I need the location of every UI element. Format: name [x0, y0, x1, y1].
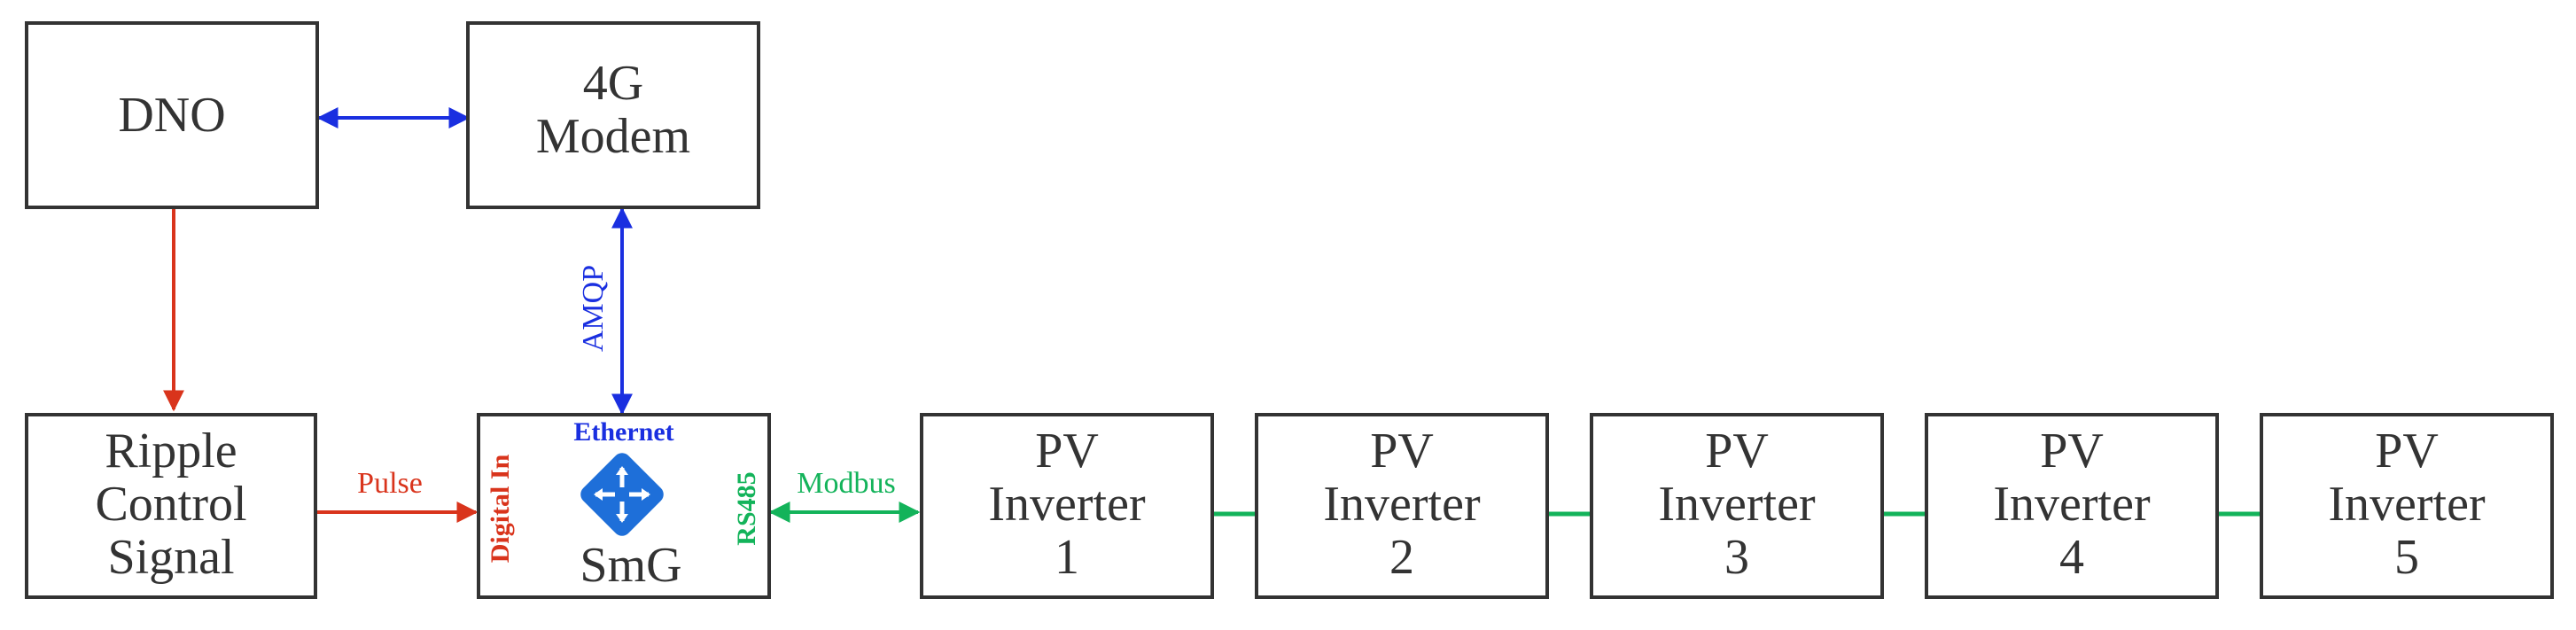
modem-label-line2: Modem — [536, 109, 690, 164]
ripple-label-line3: Signal — [107, 530, 234, 585]
pv-inverter-1-box: PV Inverter 1 — [920, 413, 1214, 599]
pv-inverter-5-line3: 5 — [2394, 530, 2419, 585]
pulse-label: Pulse — [357, 467, 423, 500]
pv-inverter-3-line3: 3 — [1724, 530, 1749, 585]
pv-inverter-1-line1: PV — [1035, 424, 1099, 478]
smg-label: SmG — [580, 538, 681, 593]
router-icon — [580, 453, 664, 536]
ethernet-label: Ethernet — [573, 417, 673, 447]
pv-inverter-3-box: PV Inverter 3 — [1590, 413, 1884, 599]
pv-inverter-1-line3: 1 — [1055, 530, 1079, 585]
pv-inverter-4-line1: PV — [2040, 424, 2104, 478]
rs485-label: RS485 — [732, 471, 761, 545]
pv-inverter-4-line3: 4 — [2059, 530, 2084, 585]
pv-inverter-5-line2: Inverter — [2328, 477, 2486, 532]
pv-inverter-3-line2: Inverter — [1658, 477, 1816, 532]
pv-inverter-2-line2: Inverter — [1323, 477, 1481, 532]
modem-label-line1: 4G — [583, 56, 643, 111]
digital-in-label: Digital In — [486, 454, 515, 563]
modbus-label: Modbus — [797, 467, 895, 500]
pv-inverter-2-line1: PV — [1370, 424, 1434, 478]
pv-inverter-1-line2: Inverter — [988, 477, 1146, 532]
pv-inverter-4-box: PV Inverter 4 — [1925, 413, 2219, 599]
dno-box: DNO — [25, 21, 319, 209]
pv-inverter-3-line1: PV — [1705, 424, 1769, 478]
amqp-label: AMQP — [577, 265, 610, 352]
ripple-label-line2: Control — [95, 477, 246, 532]
pv-inverter-5-line1: PV — [2375, 424, 2439, 478]
ripple-control-box: Ripple Control Signal — [25, 413, 317, 599]
pv-inverter-2-line3: 2 — [1389, 530, 1414, 585]
pv-inverter-4-line2: Inverter — [1993, 477, 2151, 532]
dno-label: DNO — [118, 88, 225, 143]
pv-inverter-5-box: PV Inverter 5 — [2260, 413, 2554, 599]
modem-box: 4G Modem — [466, 21, 760, 209]
pv-inverter-2-box: PV Inverter 2 — [1255, 413, 1549, 599]
ripple-label-line1: Ripple — [105, 424, 237, 478]
